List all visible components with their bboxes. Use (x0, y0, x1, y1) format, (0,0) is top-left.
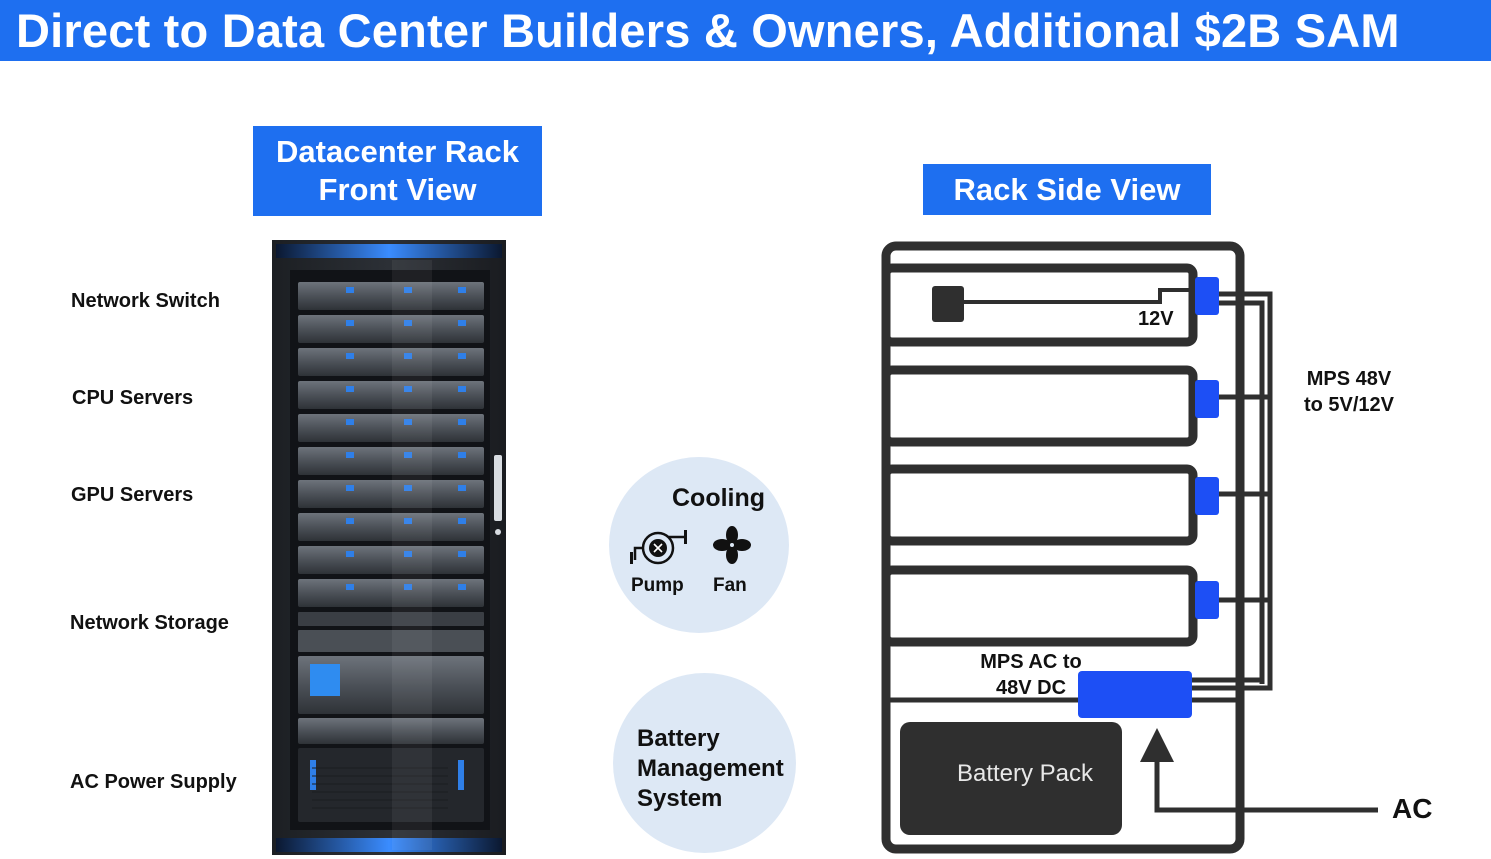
label-mps-48v: MPS 48V to 5V/12V (1296, 366, 1402, 418)
bus-line-outer (1192, 291, 1273, 691)
label-ac-power-supply: AC Power Supply (70, 771, 237, 793)
ac-input-line (1154, 758, 1378, 813)
fan-label: Fan (713, 575, 747, 596)
mps-ac-line2: 48V DC (995, 677, 1067, 699)
rack-outline (881, 241, 1245, 854)
dc-converter-4 (1195, 581, 1219, 619)
bms-line2: Management (637, 755, 784, 782)
label-ac: AC (1392, 793, 1433, 824)
rack-side-view-label: Rack Side View (923, 164, 1211, 215)
server-slot-2 (881, 365, 1198, 447)
12v-wire (962, 288, 1195, 304)
cooling-title: Cooling (672, 484, 766, 512)
12v-connector (932, 286, 964, 322)
ac-arrow-head (1140, 728, 1174, 762)
battery-pack (900, 722, 1122, 835)
ac-dc-converter (1078, 671, 1192, 718)
label-network-storage: Network Storage (70, 612, 229, 634)
label-cpu-servers: CPU Servers (72, 387, 194, 409)
bms-line1: Battery (637, 725, 720, 752)
rack-front-view-label: Datacenter Rack Front View (253, 126, 542, 216)
server-slot-3 (881, 464, 1198, 546)
label-12v: 12V (1138, 308, 1174, 330)
pump-label: Pump (631, 575, 684, 596)
rack-label-line2: Front View (318, 172, 477, 207)
mps-ac-line1: MPS AC to (980, 651, 1082, 673)
bus-line-inner (1218, 300, 1265, 684)
mps-48v-line1: MPS 48V (1306, 368, 1392, 390)
dc-converter-2 (1195, 380, 1219, 418)
title-banner: Direct to Data Center Builders & Owners,… (0, 0, 1491, 61)
cooling-bubble (609, 457, 789, 633)
battery-pack-label: Battery Pack (956, 760, 1094, 787)
server-slot-4 (881, 565, 1198, 647)
rack-label-line1: Datacenter Rack (276, 134, 519, 169)
dc-converter-1 (1195, 277, 1219, 315)
dc-converter-3 (1195, 477, 1219, 515)
bms-text: Battery Management System (637, 724, 784, 814)
label-network-switch: Network Switch (71, 290, 220, 312)
bms-bubble (613, 673, 796, 853)
label-mps-ac-dc: MPS AC to 48V DC (970, 649, 1092, 701)
server-slot-1 (881, 263, 1198, 347)
mps-48v-line2: to 5V/12V (1303, 394, 1395, 416)
page-title: Direct to Data Center Builders & Owners,… (16, 4, 1400, 57)
bms-line3: System (637, 785, 723, 812)
label-gpu-servers: GPU Servers (71, 484, 194, 506)
